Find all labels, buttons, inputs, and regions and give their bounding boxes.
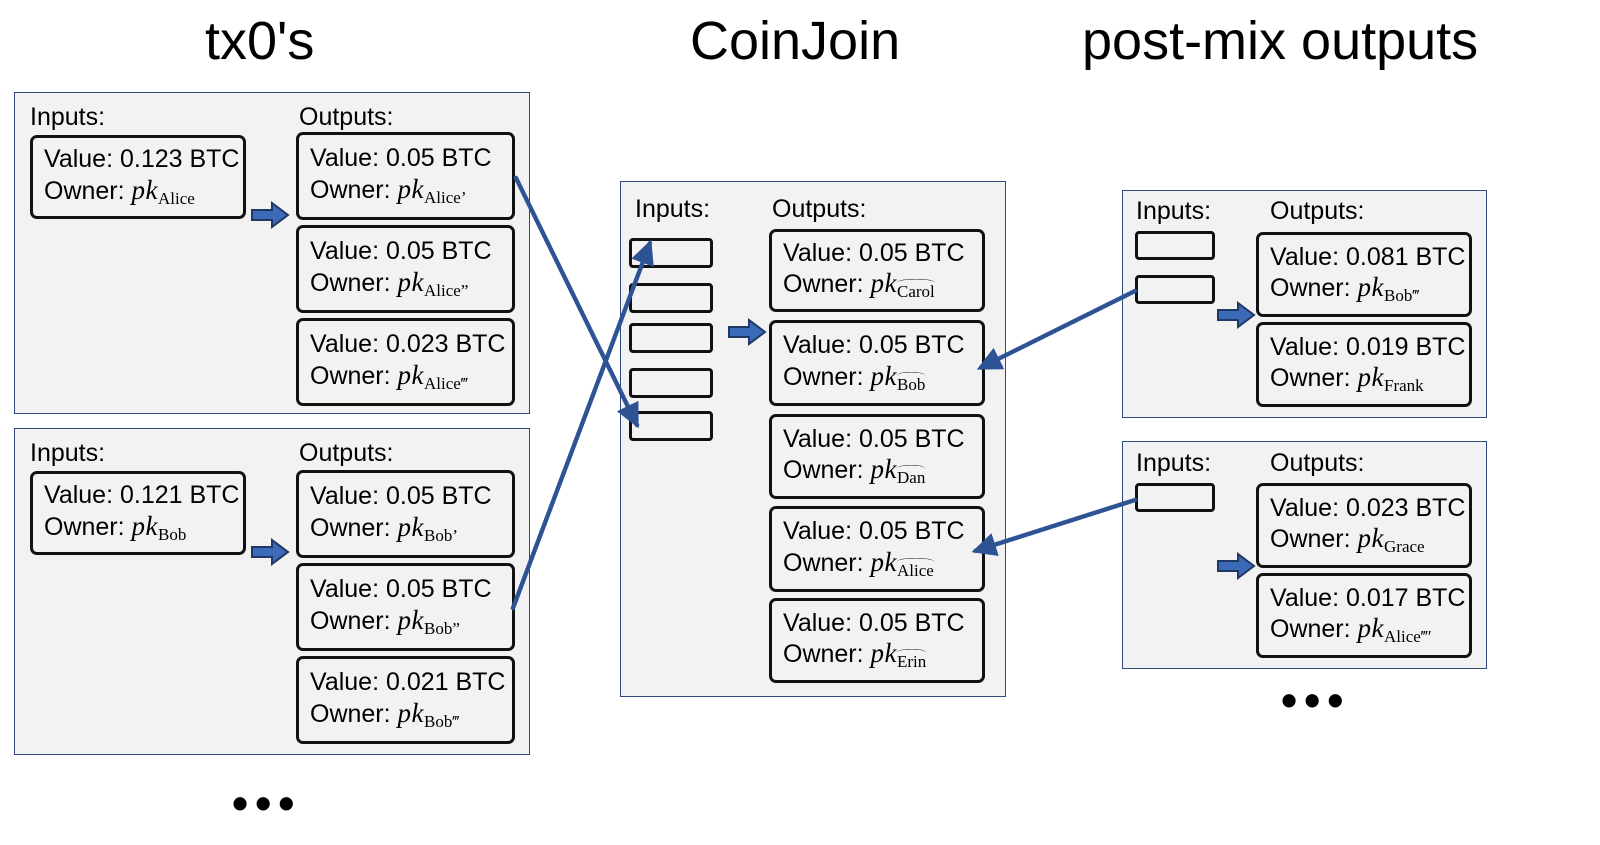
utxo-value: Value: 0.05 BTC [783, 331, 965, 359]
utxo-owner: Owner: pkFrank [1270, 362, 1424, 396]
tx0-more-indicator: ••• [232, 777, 302, 829]
tx0-bob-input-0[interactable]: Value: 0.121 BTC Owner: pkBob [30, 471, 246, 555]
tx0-alice-output-0[interactable]: Value: 0.05 BTC Owner: pkAlice’ [296, 132, 515, 220]
utxo-value: Value: 0.05 BTC [783, 608, 965, 637]
utxo-value: Value: 0.123 BTC [44, 145, 240, 173]
coinjoin-input-slot-3[interactable] [629, 368, 713, 398]
utxo-owner: Owner: pkBob‴ [1270, 272, 1420, 306]
tx0-alice-inputs-label: Inputs: [30, 103, 106, 131]
utxo-owner: Owner: pkAlice‴′ [1270, 613, 1432, 647]
postmix-bob-inputs-label: Inputs: [1136, 197, 1212, 225]
tx0-alice-outputs-label: Outputs: [299, 103, 394, 131]
coinjoin-output-4[interactable]: Value: 0.05 BTC Owner: pkErin [769, 598, 985, 683]
tx0-bob-output-0[interactable]: Value: 0.05 BTC Owner: pkBob’ [296, 470, 515, 558]
coinjoin-input-slot-4[interactable] [629, 411, 713, 441]
utxo-value: Value: 0.017 BTC [1270, 583, 1466, 612]
utxo-value: Value: 0.05 BTC [310, 144, 492, 172]
coinjoin-output-3[interactable]: Value: 0.05 BTC Owner: pkAlice [769, 506, 985, 592]
utxo-value: Value: 0.023 BTC [1270, 493, 1466, 522]
utxo-owner: Owner: pkCarol [783, 268, 935, 302]
utxo-value: Value: 0.05 BTC [783, 424, 965, 453]
tx0-bob-output-2[interactable]: Value: 0.021 BTC Owner: pkBob‴ [296, 656, 515, 744]
column-title-coinjoin: CoinJoin [690, 11, 901, 71]
coinjoin-output-0[interactable]: Value: 0.05 BTC Owner: pkCarol [769, 229, 985, 312]
postmix-grace-output-0[interactable]: Value: 0.023 BTC Owner: pkGrace [1256, 483, 1472, 568]
utxo-value: Value: 0.05 BTC [310, 237, 492, 265]
postmix-bob-input-slot-0[interactable] [1135, 231, 1215, 260]
utxo-owner: Owner: pkBob” [310, 604, 460, 638]
postmix-more-indicator: ••• [1281, 674, 1351, 726]
coinjoin-inputs-label: Inputs: [635, 195, 711, 223]
utxo-value: Value: 0.05 BTC [310, 482, 492, 510]
utxo-owner: Owner: pkErin [783, 638, 927, 672]
coinjoin-input-slot-0[interactable] [629, 238, 713, 268]
utxo-owner: Owner: pkDan [783, 454, 926, 488]
utxo-owner: Owner: pkGrace [1270, 523, 1425, 557]
tx0-alice-output-2[interactable]: Value: 0.023 BTC Owner: pkAlice‴ [296, 318, 515, 406]
postmix-grace-inputs-label: Inputs: [1136, 449, 1212, 477]
utxo-owner: Owner: pkBob [44, 510, 187, 544]
coinjoin-flow-arrow-icon [727, 317, 767, 347]
coinjoin-outputs-label: Outputs: [772, 195, 867, 223]
utxo-owner: Owner: pkAlice [44, 174, 195, 208]
tx0-alice-flow-arrow-icon [250, 200, 290, 230]
utxo-owner: Owner: pkBob [783, 360, 926, 394]
utxo-value: Value: 0.081 BTC [1270, 242, 1466, 271]
tx0-bob-outputs-label: Outputs: [299, 439, 394, 467]
utxo-value: Value: 0.05 BTC [783, 517, 965, 545]
column-title-postmix: post-mix outputs [1082, 11, 1479, 71]
coinjoin-input-slot-1[interactable] [629, 283, 713, 313]
tx0-bob-inputs-label: Inputs: [30, 439, 106, 467]
utxo-value: Value: 0.05 BTC [310, 575, 492, 603]
postmix-bob-input-slot-1[interactable] [1135, 275, 1215, 304]
utxo-value: Value: 0.121 BTC [44, 481, 240, 509]
postmix-bob-output-1[interactable]: Value: 0.019 BTC Owner: pkFrank [1256, 322, 1472, 407]
coinjoin-output-1[interactable]: Value: 0.05 BTC Owner: pkBob [769, 320, 985, 406]
postmix-grace-output-1[interactable]: Value: 0.017 BTC Owner: pkAlice‴′ [1256, 573, 1472, 658]
column-title-tx0: tx0's [205, 11, 315, 71]
tx0-alice-output-1[interactable]: Value: 0.05 BTC Owner: pkAlice” [296, 225, 515, 313]
utxo-value: Value: 0.05 BTC [783, 238, 965, 267]
utxo-owner: Owner: pkAlice‴ [310, 359, 468, 393]
utxo-owner: Owner: pkAlice’ [310, 173, 467, 207]
postmix-grace-outputs-label: Outputs: [1270, 449, 1365, 477]
tx0-alice-input-0[interactable]: Value: 0.123 BTC Owner: pkAlice [30, 135, 246, 219]
postmix-bob-flow-arrow-icon [1216, 300, 1256, 330]
utxo-value: Value: 0.023 BTC [310, 330, 506, 358]
alice-prime-to-coinjoin-input-5 [513, 175, 640, 429]
postmix-grace-input-slot-0[interactable] [1135, 483, 1215, 512]
utxo-owner: Owner: pkBob‴ [310, 697, 460, 731]
postmix-grace-flow-arrow-icon [1216, 551, 1256, 581]
tx0-bob-flow-arrow-icon [250, 537, 290, 567]
coinjoin-input-slot-2[interactable] [629, 323, 713, 353]
utxo-value: Value: 0.021 BTC [310, 668, 506, 696]
utxo-owner: Owner: pkBob’ [310, 511, 459, 545]
coinjoin-output-2[interactable]: Value: 0.05 BTC Owner: pkDan [769, 414, 985, 499]
postmix-bob-outputs-label: Outputs: [1270, 197, 1365, 225]
utxo-owner: Owner: pkAlice [783, 546, 934, 580]
utxo-value: Value: 0.019 BTC [1270, 332, 1466, 361]
tx0-bob-output-1[interactable]: Value: 0.05 BTC Owner: pkBob” [296, 563, 515, 651]
postmix-bob-output-0[interactable]: Value: 0.081 BTC Owner: pkBob‴ [1256, 232, 1472, 317]
utxo-owner: Owner: pkAlice” [310, 266, 469, 300]
